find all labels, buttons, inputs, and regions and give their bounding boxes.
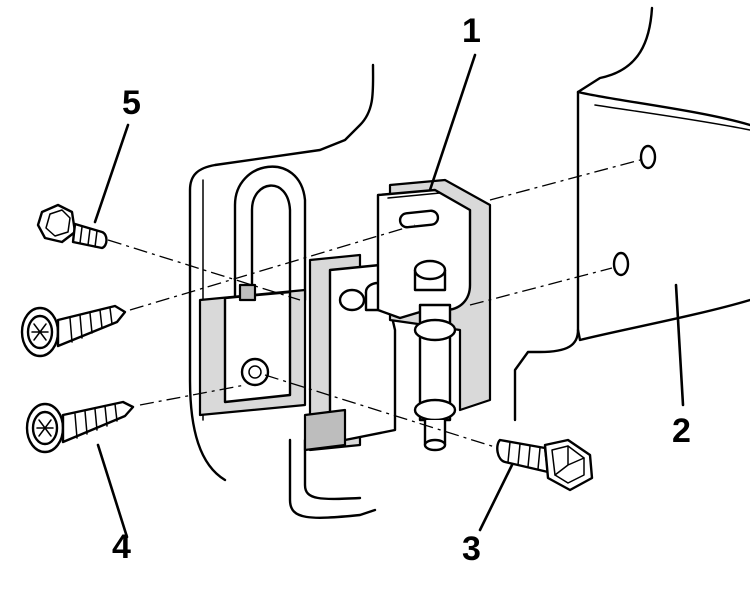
leader-2	[674, 283, 685, 407]
callout-label-2: 2	[672, 412, 691, 450]
mounting-plate-part-2	[612, 144, 657, 277]
body-pillar	[513, 6, 750, 422]
door-hinge-half	[198, 283, 307, 417]
torx-screw-upper	[20, 304, 127, 358]
plate-hole-upper	[639, 144, 657, 170]
bolt-part-5	[36, 203, 108, 250]
callout-label-5: 5	[122, 84, 141, 122]
assembly-axis-lines	[107, 159, 641, 449]
callout-label-1: 1	[462, 12, 481, 50]
leader-5	[93, 123, 130, 224]
leader-1	[428, 53, 477, 192]
plate-hole-lower	[612, 251, 630, 277]
loop-bracket	[233, 165, 377, 519]
leader-4	[96, 443, 129, 539]
torx-screw-part-4	[25, 400, 135, 454]
leader-3	[478, 463, 514, 532]
hinge-plate-part-1	[376, 178, 492, 452]
callout-label-4: 4	[112, 528, 131, 566]
bolt-part-3	[496, 438, 594, 492]
callout-leaders	[93, 53, 685, 539]
callout-label-3: 3	[462, 530, 481, 568]
hinge-slot-upper	[398, 209, 440, 229]
